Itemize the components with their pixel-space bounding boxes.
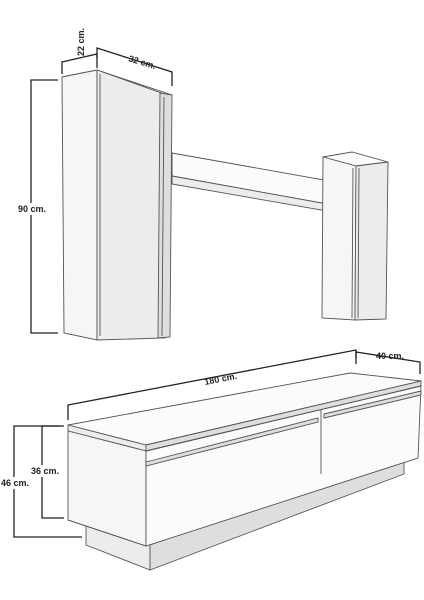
dim-wall-depth: 22 cm. <box>61 28 98 74</box>
label-wall-height: 90 cm. <box>18 204 46 214</box>
dim-tv-total-height: 46 cm. <box>0 425 82 538</box>
dim-wall-height: 90 cm. <box>4 79 58 334</box>
label-tv-total-height: 46 cm. <box>1 478 29 488</box>
dim-tv-body-height: 36 cm. <box>28 425 64 519</box>
dim-tv-depth: 40 cm. <box>355 351 421 374</box>
label-tv-body-height: 36 cm. <box>31 466 59 476</box>
label-tv-width: 180 cm. <box>203 371 237 387</box>
label-wall-depth: 22 cm. <box>76 28 86 56</box>
tall-wall-cabinet <box>61 69 173 341</box>
label-wall-width: 32 cm. <box>127 53 157 71</box>
tv-unit <box>67 372 422 571</box>
short-wall-cabinet <box>321 151 389 321</box>
wall-shelf <box>171 152 346 215</box>
label-tv-depth: 40 cm. <box>376 351 404 361</box>
